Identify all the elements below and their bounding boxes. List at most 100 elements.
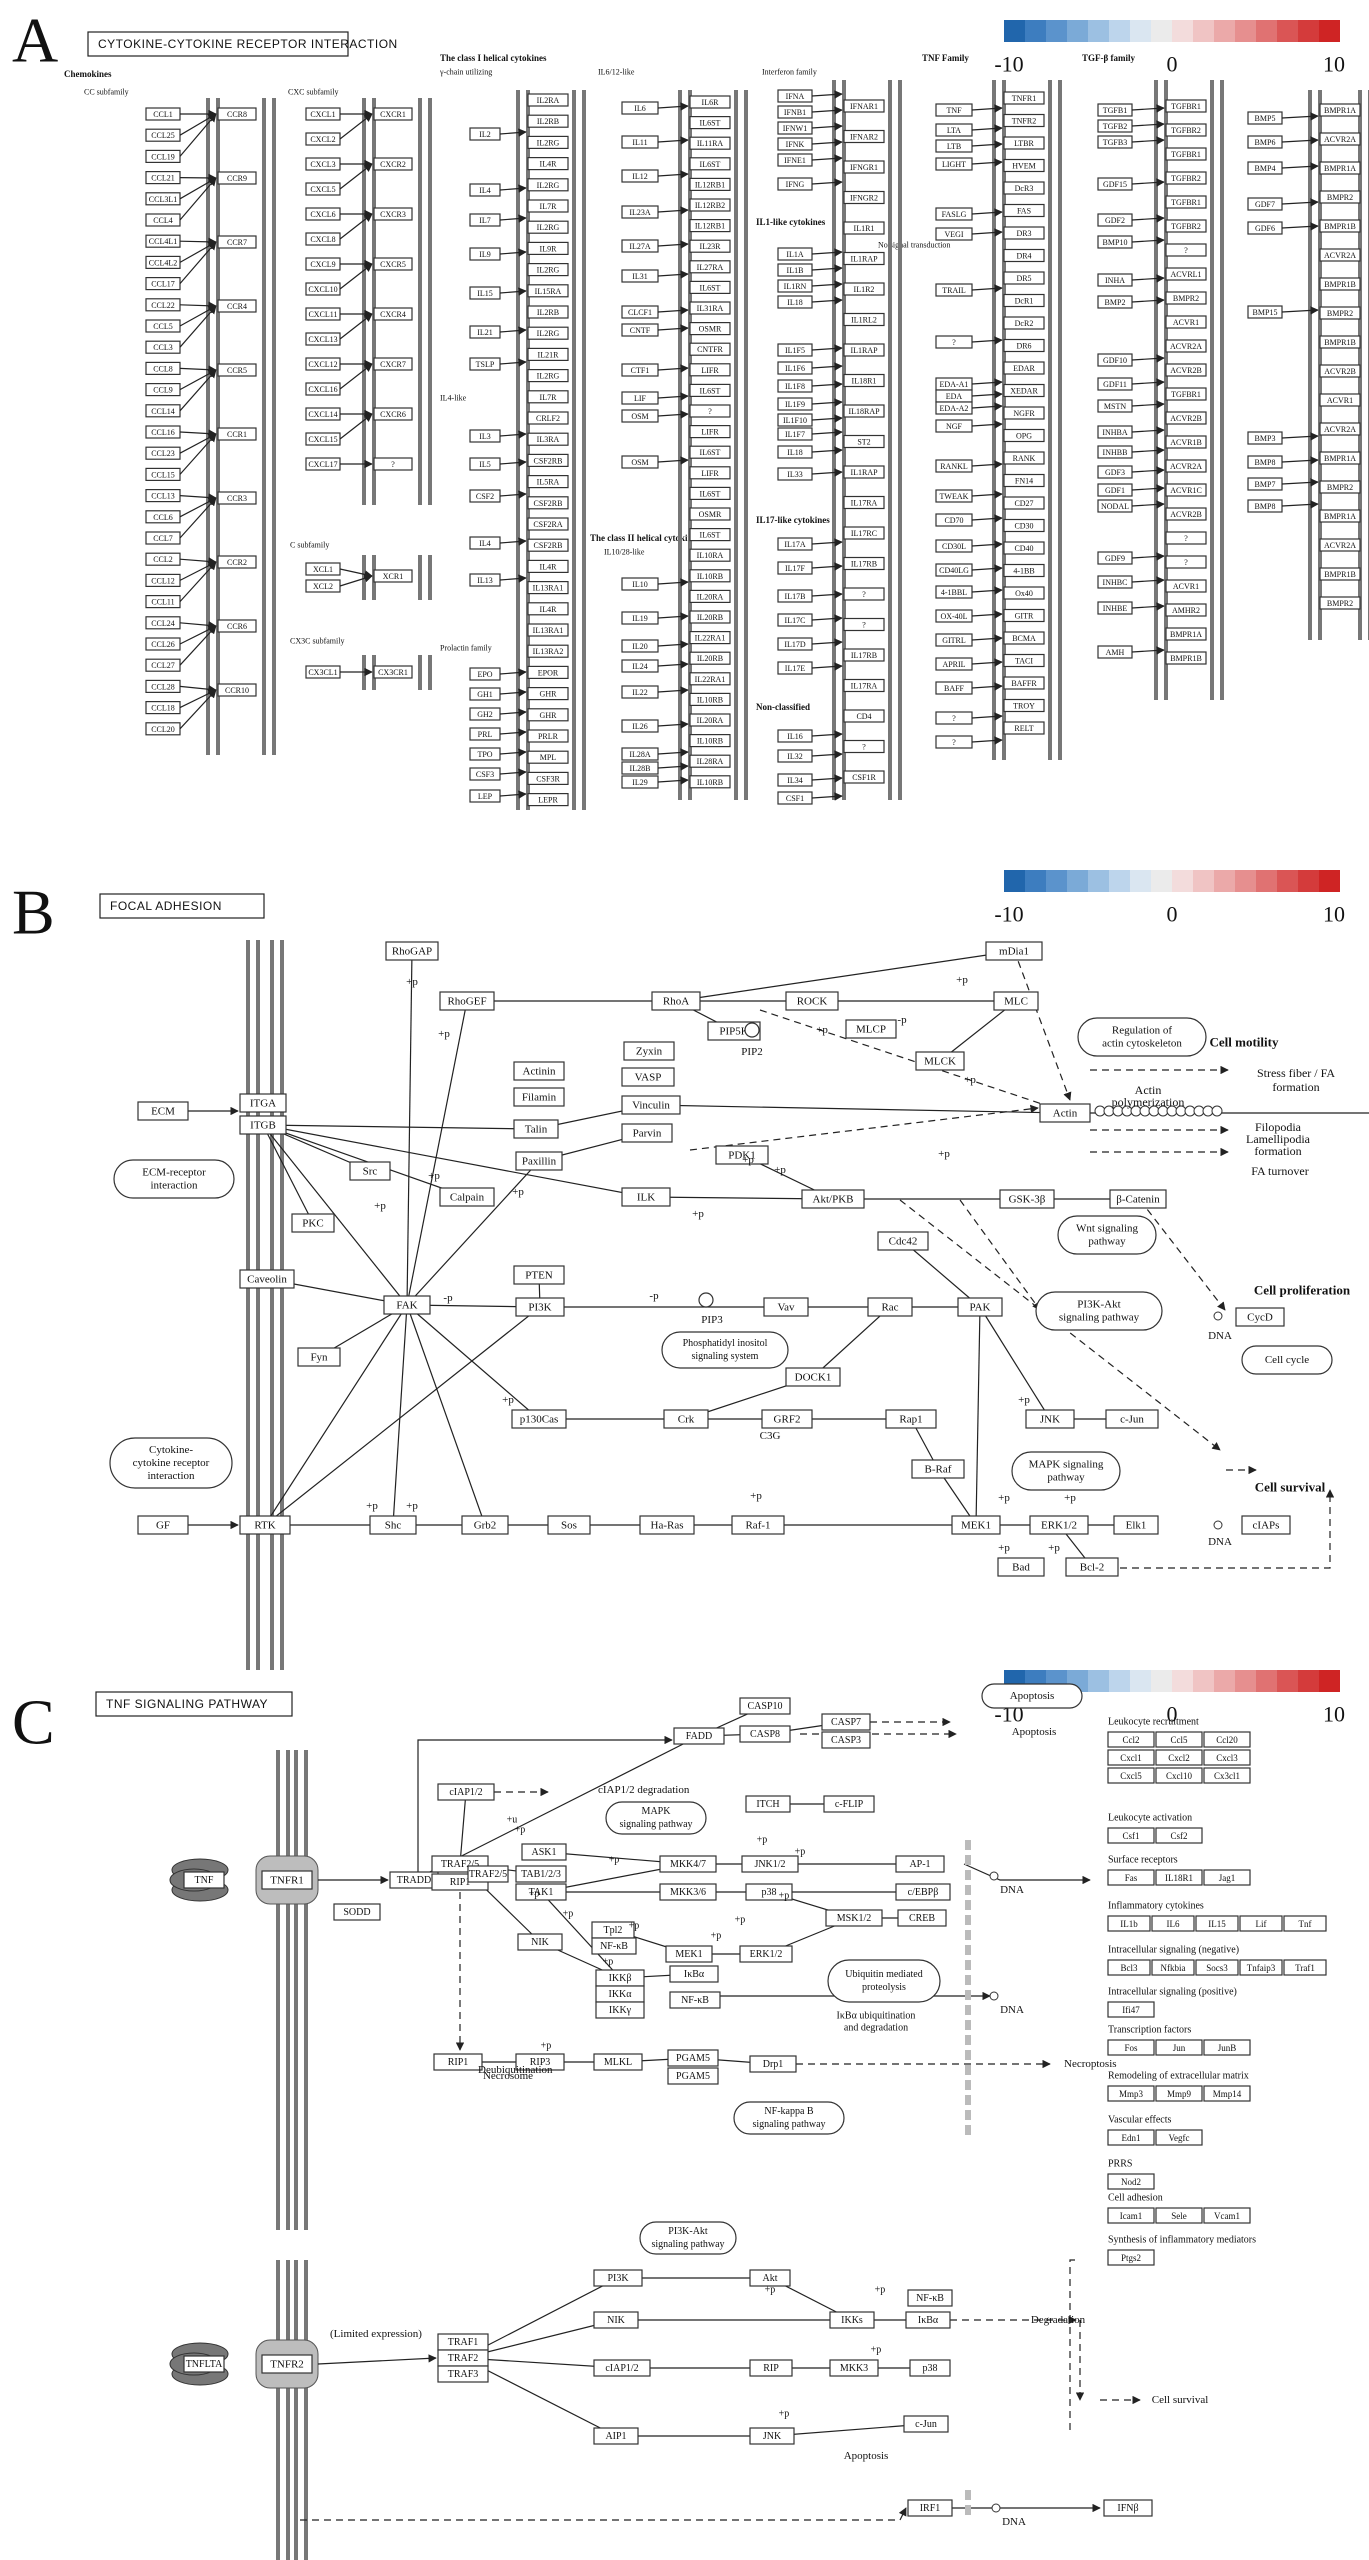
- gene-box: [1003, 563, 1045, 578]
- ligand-node: IL27A: [621, 239, 659, 253]
- ligand-node: CXCL14: [305, 407, 341, 421]
- gene-box: [1165, 123, 1207, 137]
- edge: [1131, 426, 1165, 435]
- pathway-edge: [971, 1306, 981, 1526]
- gene-label: GDF15: [1103, 180, 1127, 189]
- gene-box: [527, 665, 569, 680]
- pathway-label: signaling pathway: [619, 1819, 692, 1830]
- node-ap1: AP-1: [895, 1855, 945, 1873]
- receptor-node: OSMR: [689, 507, 731, 521]
- pathway-edge: [389, 1304, 408, 1526]
- gene-box: [1003, 518, 1045, 533]
- membrane-bottom: [276, 2260, 290, 2560]
- membrane-pair: [418, 655, 432, 690]
- ligand-node: CCL27: [145, 658, 181, 672]
- gene-label: IKKβ: [609, 1973, 632, 1984]
- gene-label: BMPR2: [1327, 599, 1353, 608]
- gene-label: CCL25: [151, 131, 175, 140]
- gene-label: ACVR2B: [1324, 367, 1356, 376]
- gene-label: GRF2: [774, 1414, 801, 1426]
- gene-il1b: IL1b: [1107, 1915, 1151, 1932]
- membrane-top: [294, 1750, 308, 2230]
- receptor-node: BMPR2: [1319, 596, 1361, 610]
- gene-box: [1003, 428, 1045, 443]
- gene-label: Raf-1: [745, 1520, 770, 1532]
- gene-label: IL2RG: [537, 329, 560, 338]
- gene-box: [1283, 1915, 1327, 1932]
- gene-box: [621, 1095, 681, 1115]
- gene-label: RhoGAP: [392, 946, 432, 958]
- gene-label: Csf1: [1122, 1831, 1139, 1841]
- ligand-label: TNF: [183, 1871, 225, 1889]
- gene-box: [667, 2067, 719, 2085]
- receptor-node: IL12RB1: [689, 219, 731, 233]
- ligand-node: GDF6: [1247, 221, 1283, 235]
- ligand-node: CCL23: [145, 446, 181, 460]
- gene-box: [689, 280, 731, 294]
- gene-box: [843, 373, 885, 388]
- gene-label: BMPR2: [1173, 294, 1199, 303]
- legend-swatch: [1025, 20, 1046, 42]
- node-braf: B-Raf: [911, 1459, 965, 1479]
- node-rap1: Rap1: [885, 1409, 937, 1429]
- receptor-node: ACVR1: [1165, 315, 1207, 329]
- ligand-node: CSF3: [469, 767, 501, 781]
- phospho-label: +p: [964, 1074, 976, 1086]
- gene-box: [593, 2053, 643, 2071]
- gene-box: [639, 1515, 695, 1535]
- phospho-label: +p: [529, 1889, 540, 1900]
- legend-swatch: [1130, 1670, 1151, 1692]
- gene-box: [1065, 1557, 1119, 1577]
- gene-label: TRAF1: [448, 2337, 479, 2348]
- gene-label: Nod2: [1121, 2177, 1141, 2187]
- gene-label: ILK: [637, 1192, 655, 1204]
- receptor-node: BMPR1A: [1319, 509, 1361, 523]
- gene-box: [239, 1515, 291, 1535]
- gene-box: [1003, 248, 1045, 263]
- receptor-node: ACVR2B: [1165, 411, 1207, 425]
- gene-box: [1107, 1767, 1155, 1784]
- gene-label: IL10: [632, 580, 648, 589]
- edge: [971, 564, 1003, 573]
- gene-box: [843, 709, 885, 723]
- gene-box: [1003, 586, 1045, 600]
- node-vinculin: Vinculin: [621, 1095, 681, 1115]
- pathway-edge: [262, 1124, 408, 1306]
- receptor-node: DR4: [1003, 248, 1045, 263]
- gene-label: IL17RA: [851, 682, 878, 691]
- gene-box: [1203, 1731, 1251, 1748]
- gene-label: Csf2: [1170, 1831, 1187, 1841]
- ligand-node: GDF9: [1097, 551, 1133, 565]
- receptor-node: OSMR: [689, 322, 731, 336]
- receptor-node: IL3RA: [527, 432, 569, 446]
- gene-label: CXCL2: [310, 135, 335, 144]
- gene-label: Parvin: [633, 1128, 662, 1140]
- ligand-node: GDF11: [1097, 377, 1133, 391]
- ligand-node: CCL4L1: [145, 234, 181, 248]
- legend-max: 10: [1323, 1702, 1345, 1727]
- phospho-label: +p: [998, 1492, 1010, 1504]
- ligand-node: GDF10: [1097, 353, 1133, 367]
- gene-label: CSF2RB: [534, 499, 563, 508]
- ligand-node: CCL3: [145, 340, 181, 354]
- pathway-label: cytokine receptor: [133, 1457, 210, 1469]
- ligand-node: CXCL15: [305, 432, 341, 446]
- ligand-node: IL17D: [777, 637, 813, 651]
- gene-box: [1165, 435, 1207, 449]
- gene-label: IL6ST: [700, 160, 721, 169]
- gene-label: IFNK: [786, 140, 805, 149]
- receptor-node: EDAR: [1003, 361, 1045, 375]
- node-rhogap: RhoGAP: [385, 941, 439, 961]
- gene-label: FAS: [1017, 207, 1031, 216]
- edge: [657, 578, 689, 587]
- legend-swatch: [1235, 1670, 1256, 1692]
- gene-box: [1203, 1869, 1251, 1886]
- gene-box: [689, 363, 731, 377]
- legend-swatch: [1088, 870, 1109, 892]
- dashed-edge: [1120, 1489, 1335, 1569]
- pathway-box: [1011, 1451, 1121, 1491]
- gene-box: [999, 1189, 1055, 1209]
- receptor-node: IL1RL2: [843, 312, 885, 327]
- gene-label: Fyn: [310, 1352, 328, 1364]
- node-actinin: Actinin: [513, 1061, 565, 1081]
